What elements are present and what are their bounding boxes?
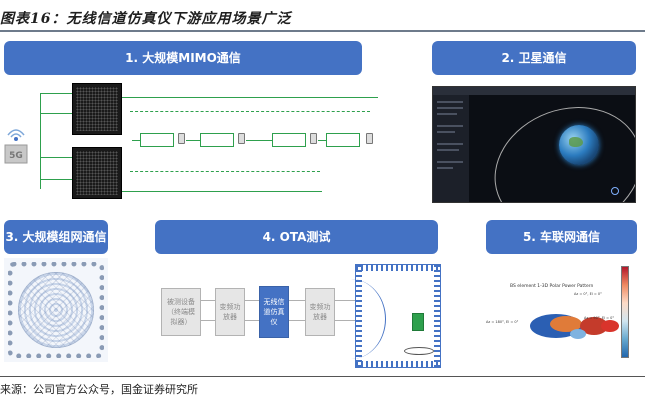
device-under-test	[412, 313, 424, 331]
v2x-radiation-pattern: BS element 1-3D Polar Power Pattern Az =…	[486, 258, 637, 370]
app-sidebar	[433, 95, 469, 202]
channel-line	[122, 97, 378, 98]
header-massive-network: 3. 大规模组网通信	[4, 220, 108, 254]
massive-mimo-diagram: 5G	[0, 83, 378, 203]
source-note: 来源：公司官方公众号，国金证券研究所	[0, 383, 198, 396]
pattern-title: BS element 1-3D Polar Power Pattern	[510, 284, 594, 289]
rf-module	[200, 133, 234, 147]
turntable	[404, 347, 434, 355]
feed-line	[40, 113, 72, 114]
link-line	[186, 140, 200, 141]
mesh-pattern	[18, 272, 94, 348]
link-line	[246, 140, 272, 141]
flow-arrow	[201, 320, 215, 321]
anechoic-chamber	[355, 264, 441, 368]
axis-label-az0: Az = 0°, El = 0°	[574, 292, 602, 296]
satellite-screenshot	[432, 86, 636, 203]
feed-line	[40, 157, 72, 158]
axis-label-az90: Az = 90°, El = 0°	[584, 316, 615, 320]
flow-arrow	[201, 300, 215, 301]
ota-box-emulator: 无线信道仿真仪	[259, 286, 289, 338]
ota-box-amp: 变频功放器	[215, 288, 245, 336]
header-massive-mimo: 1. 大规模MIMO通信	[4, 41, 362, 75]
absorber-right	[434, 265, 440, 367]
terminal-icon	[238, 133, 245, 144]
feed-line	[40, 93, 72, 94]
header-satellite: 2. 卫星通信	[432, 41, 636, 75]
header-v2x: 5. 车联网通信	[486, 220, 637, 254]
absorber-bottom	[356, 361, 440, 367]
terminal-icon	[310, 133, 317, 144]
network-topology	[4, 258, 108, 362]
node-ring	[8, 262, 104, 358]
footer-rule	[0, 376, 645, 377]
rf-module	[272, 133, 306, 147]
satellite-icon	[611, 187, 619, 195]
link-line	[318, 140, 326, 141]
radiation-lobes	[530, 314, 619, 339]
channel-line	[122, 191, 322, 192]
earth-globe	[559, 125, 599, 165]
channel-dash	[130, 171, 320, 172]
flow-arrow	[289, 320, 305, 321]
feed-line	[40, 93, 41, 189]
title-rule	[0, 30, 645, 32]
absorber-top	[356, 265, 440, 271]
probe-arc	[316, 279, 386, 359]
figure-title: 图表16：无线信道仿真仪下游应用场景广泛	[0, 11, 292, 27]
rf-module	[326, 133, 360, 147]
flow-arrow	[289, 300, 305, 301]
channel-dash	[130, 111, 370, 112]
flow-arrow	[245, 320, 259, 321]
ota-test-diagram: 被测设备（终端模拟器） 变频功放器 无线信道仿真仪 变频功放器	[155, 258, 445, 370]
feed-line	[40, 179, 72, 180]
base-station-icon: 5G	[2, 121, 30, 165]
axis-label-az180: Az = 180°, El = 0°	[486, 320, 519, 324]
link-line	[132, 140, 140, 141]
colorbar	[621, 266, 629, 358]
terminal-icon	[178, 133, 185, 144]
mesh-lines	[18, 272, 94, 348]
terminal-icon	[366, 133, 373, 144]
ota-box-dut: 被测设备（终端模拟器）	[161, 288, 201, 336]
header-ota-test: 4. OTA测试	[155, 220, 438, 254]
satellite-orbit	[477, 87, 635, 202]
flow-arrow	[245, 300, 259, 301]
rf-module	[140, 133, 174, 147]
channel-emulator-bottom	[72, 147, 122, 199]
svg-text:5G: 5G	[9, 151, 23, 161]
channel-emulator-top	[72, 83, 122, 135]
app-toolbar	[433, 87, 635, 95]
